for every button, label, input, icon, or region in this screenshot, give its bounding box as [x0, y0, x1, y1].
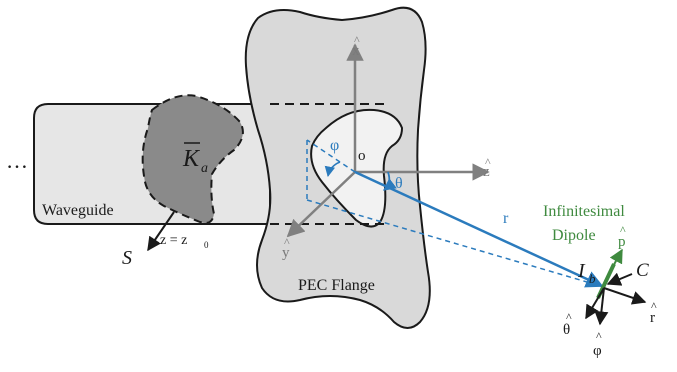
current-region-ka	[141, 94, 244, 224]
unit-theta-label: ^ θ	[563, 310, 572, 338]
theta-arc	[382, 171, 397, 191]
svg-text:^: ^	[620, 223, 626, 237]
projection-line-1	[306, 139, 356, 173]
dipole-title-line1: Infinitesimal	[543, 203, 625, 220]
dipole-p-label: ^ p	[618, 223, 626, 250]
svg-text:^: ^	[284, 235, 290, 249]
svg-text:a: a	[201, 161, 208, 176]
unit-phi-arrow	[594, 287, 609, 326]
phi-label: φ	[330, 137, 339, 154]
z-plane-label: z = z 0	[160, 233, 209, 250]
svg-text:b: b	[589, 271, 596, 286]
svg-text:^: ^	[566, 310, 572, 324]
svg-text:K: K	[182, 146, 201, 172]
waveguide-label: Waveguide	[42, 202, 114, 219]
dipole-p-arrow	[609, 248, 623, 271]
svg-text:0: 0	[204, 240, 209, 250]
svg-text:φ: φ	[593, 343, 602, 359]
r-vector	[354, 170, 604, 288]
svg-text:^: ^	[596, 329, 602, 343]
unit-r-arrow	[603, 287, 647, 305]
unit-r-label: ^ r	[650, 299, 657, 326]
svg-text:p: p	[618, 234, 626, 250]
dipole-current-label: I b	[577, 260, 596, 286]
svg-text:x: x	[352, 43, 360, 59]
unit-phi-label: ^ φ	[593, 329, 602, 359]
flange-aperture	[310, 108, 404, 228]
contour-c-arrow	[606, 272, 633, 286]
svg-text:I: I	[577, 260, 586, 282]
surface-s-label: S	[122, 247, 132, 269]
svg-text:^: ^	[354, 33, 360, 47]
ellipsis-label: …	[6, 148, 28, 173]
origin-label: o	[358, 148, 366, 164]
svg-text:z: z	[483, 164, 490, 180]
svg-text:y: y	[282, 245, 290, 261]
svg-text:z = z: z = z	[160, 233, 187, 248]
y-axis-label: ^ y	[282, 235, 290, 261]
r-label: r	[503, 210, 509, 227]
contour-c-label: C	[636, 260, 649, 281]
dipole-title-line2: Dipole	[552, 227, 596, 244]
theta-label: θ	[395, 175, 403, 192]
y-axis-arrow	[286, 171, 356, 238]
x-axis-label: ^ x	[352, 33, 360, 59]
current-ka-label: K a	[182, 142, 208, 176]
phi-arc	[324, 161, 341, 178]
projection-line-3	[306, 199, 605, 288]
svg-text:r: r	[650, 310, 655, 326]
svg-text:^: ^	[485, 155, 491, 169]
z-axis-label: ^ z	[483, 155, 491, 180]
flange-label: PEC Flange	[298, 277, 375, 294]
svg-text:θ: θ	[563, 322, 570, 338]
svg-text:^: ^	[651, 299, 657, 313]
unit-theta-arrow	[585, 287, 605, 320]
normal-s-arrow	[147, 211, 175, 252]
